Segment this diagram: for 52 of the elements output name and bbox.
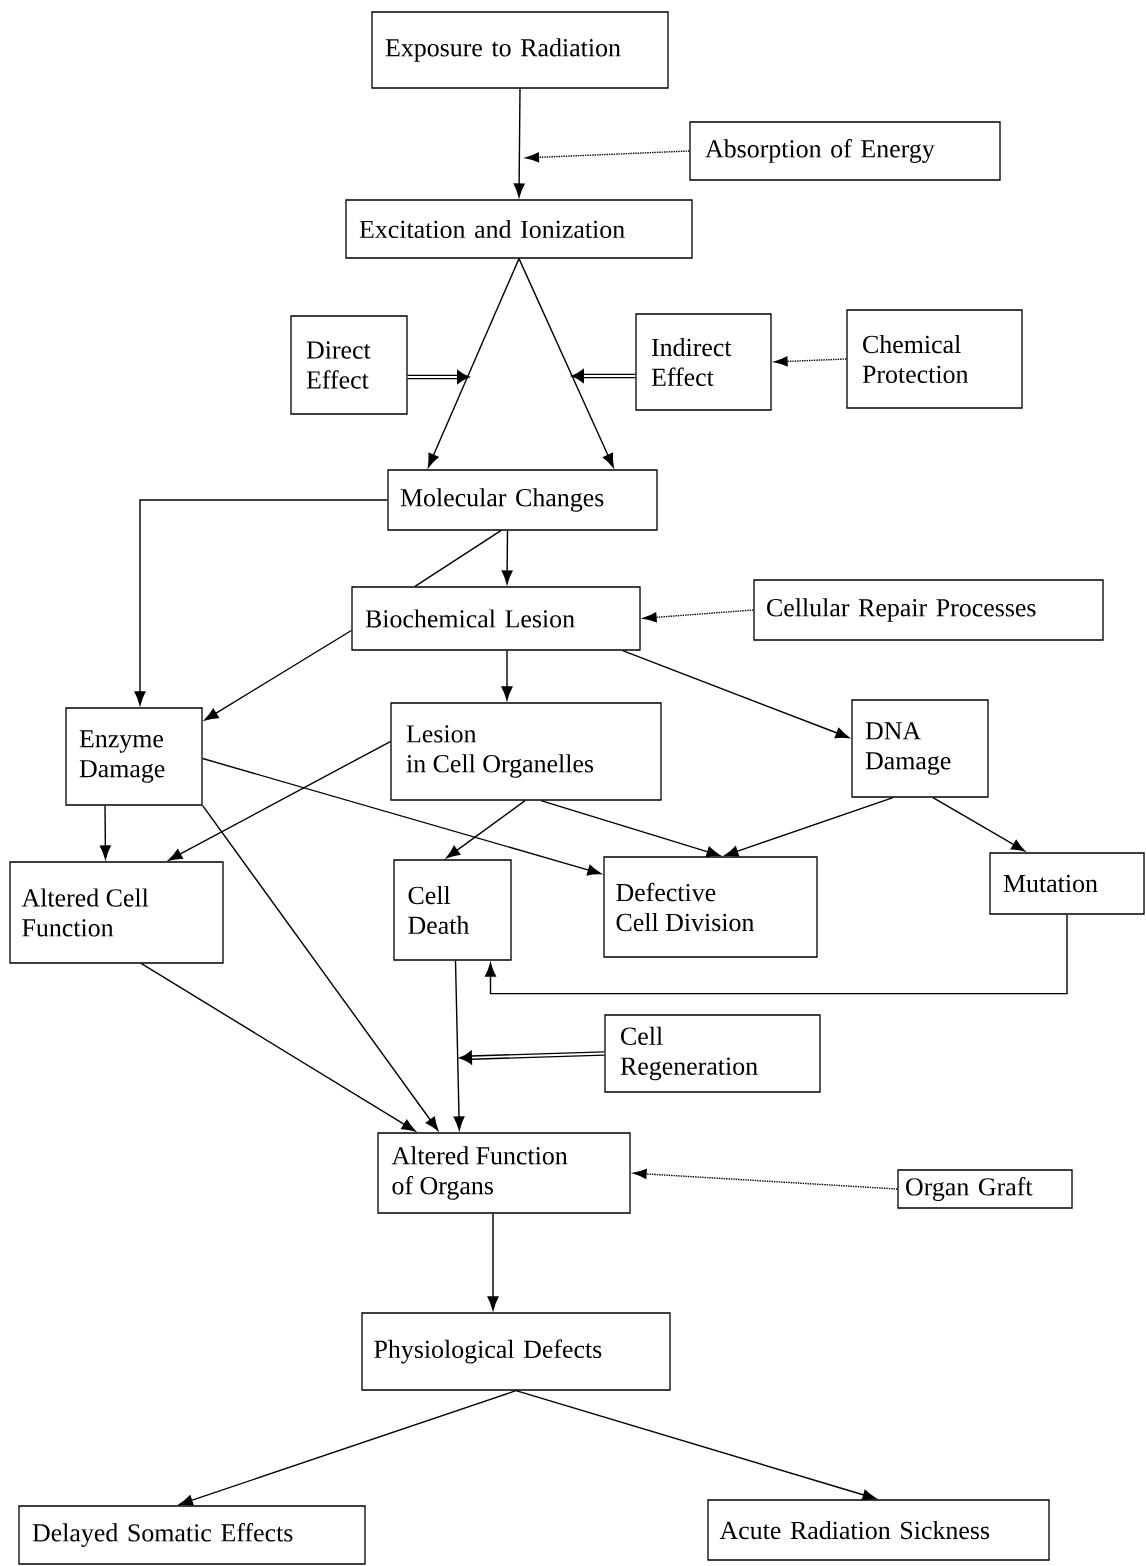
arrow [204, 629, 353, 721]
process-box: Absorption of Energy [689, 121, 1001, 181]
connector-line [414, 529, 502, 588]
arrow [168, 740, 392, 861]
process-box: Biochemical Lesion [351, 586, 641, 651]
process-box: Defective Cell Division [603, 856, 818, 958]
arrow [201, 757, 602, 876]
arrow [201, 804, 439, 1131]
process-box: Direct Effect [290, 315, 408, 415]
arrow [446, 799, 526, 859]
double-arrow [460, 1051, 606, 1064]
dotted-arrow [525, 150, 691, 163]
arrow [485, 913, 1068, 995]
arrow [540, 799, 721, 858]
arrow [134, 499, 389, 706]
arrow [932, 796, 1026, 852]
arrow [427, 257, 520, 468]
process-box: Exposure to Radiation [371, 11, 669, 89]
arrow [515, 1389, 877, 1501]
process-box: Mutation [989, 852, 1145, 915]
arrow [487, 1212, 499, 1311]
arrow [140, 962, 416, 1132]
process-box: Molecular Changes [387, 469, 658, 531]
process-box: Chemical Protection [846, 309, 1023, 409]
process-box: Cell Regeneration [604, 1014, 821, 1093]
process-box: Delayed Somatic Effects [18, 1505, 366, 1565]
process-box: Excitation and Ionization [345, 199, 693, 259]
arrow [513, 87, 525, 198]
process-box: Lesion in Cell Organelles [390, 702, 662, 801]
arrow [99, 804, 111, 860]
process-box: Physiological Defects [361, 1312, 671, 1391]
arrow [518, 257, 614, 468]
arrow [453, 959, 465, 1131]
arrow [501, 649, 513, 701]
process-box: DNA Damage [851, 699, 989, 798]
arrow [179, 1389, 517, 1506]
process-box: Organ Graft [897, 1169, 1073, 1209]
dotted-arrow [633, 1168, 899, 1190]
dotted-arrow [643, 609, 755, 623]
process-box: Altered Cell Function [9, 861, 224, 964]
dotted-arrow [774, 356, 848, 367]
arrow [501, 529, 513, 585]
arrow [621, 649, 850, 739]
double-arrow [406, 370, 469, 384]
double-arrow [572, 369, 637, 383]
process-box: Cell Death [393, 859, 512, 961]
process-box: Cellular Repair Processes [753, 579, 1104, 641]
process-box: Enzyme Damage [65, 707, 203, 806]
process-box: Indirect Effect [635, 313, 772, 411]
process-box: Acute Radiation Sickness [707, 1499, 1050, 1561]
arrow [724, 796, 894, 857]
process-box: Altered Function of Organs [377, 1132, 631, 1214]
